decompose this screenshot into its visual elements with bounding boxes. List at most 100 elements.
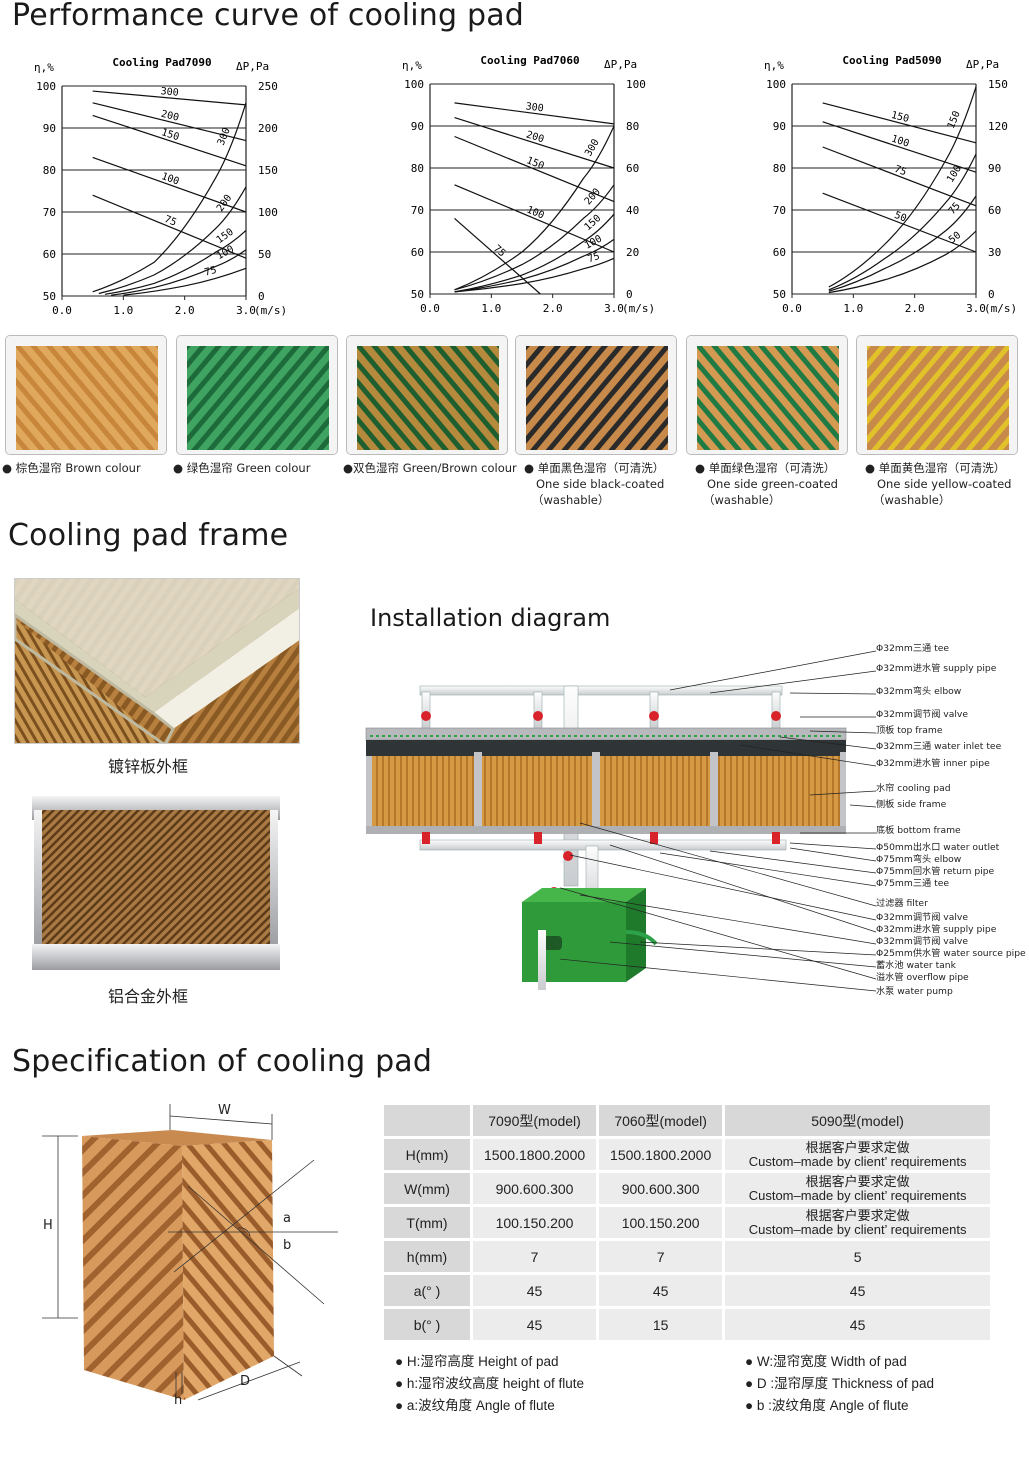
- ytick-right-label: 60: [988, 204, 1001, 217]
- pressure-label-75: 75: [947, 201, 963, 217]
- caption-line: One side black-coated: [536, 477, 665, 491]
- efficiency-label-100: 100: [890, 134, 911, 150]
- aluminum-frame-image: [32, 796, 280, 970]
- legend-item: ● b :波纹角度 Angle of flute: [745, 1398, 909, 1413]
- spec-row-label: a(° ): [384, 1275, 470, 1306]
- ytick-left-label: 100: [36, 80, 56, 93]
- colour-sample-caption: ● 棕色湿帘 Brown colour: [2, 460, 141, 476]
- efficiency-label-100: 100: [160, 171, 181, 187]
- ytick-left-label: 80: [43, 164, 56, 177]
- install-label: 底板 bottom frame: [876, 825, 961, 836]
- pressure-curve-75: [828, 195, 977, 292]
- spec-cell: 7: [599, 1241, 723, 1272]
- spec-cell-line: Custom–made by client’ requirements: [748, 1187, 967, 1203]
- aluminum-frame-caption: 铝合金外框: [108, 987, 189, 1006]
- spec-cell-line: Custom–made by client’ requirements: [748, 1153, 967, 1169]
- efficiency-line-100: [822, 121, 977, 173]
- efficiency-line-150: [454, 135, 615, 203]
- colour-sample-caption: ●双色湿帘 Green/Brown colour: [343, 460, 517, 476]
- efficiency-line-200: [92, 102, 247, 142]
- colour-sample-photo: [346, 335, 508, 455]
- colour-sample-photo: [515, 335, 677, 455]
- efficiency-label-200: 200: [525, 129, 546, 145]
- efficiency-label-50: 50: [893, 210, 908, 225]
- spec-cell-line: Custom–made by client’ requirements: [748, 1221, 967, 1237]
- colour-sample-caption: ● 绿色湿帘 Green colour: [173, 460, 310, 476]
- xtick-label: 3.0: [236, 304, 256, 317]
- install-label: Φ50mm出水口 water outlet: [876, 842, 1000, 853]
- spec-cell: 900.600.300: [599, 1173, 723, 1204]
- ytick-left-label: 70: [43, 206, 56, 219]
- spec-header-cell: 7060型(model): [599, 1105, 723, 1136]
- ytick-left-label: 100: [404, 78, 424, 91]
- x-axis-unit: (m/s): [622, 302, 655, 315]
- galvanized-frame-caption: 镀锌板外框: [108, 757, 189, 776]
- caption-line: ● 单面黄色湿帘（可清洗）: [865, 461, 1006, 475]
- caption-line: ● 棕色湿帘 Brown colour: [2, 461, 141, 475]
- install-label: Φ32mm进水管 inner pipe: [876, 758, 990, 769]
- spec-title: Specification of cooling pad: [12, 1044, 433, 1079]
- pressure-curve-200: [98, 186, 247, 295]
- caption-line: ● 单面黑色湿帘（可清洗）: [524, 461, 665, 475]
- efficiency-label-200: 200: [160, 109, 180, 124]
- ytick-right-label: 20: [626, 246, 639, 259]
- pressure-curve-200: [454, 184, 615, 291]
- pressure-curve-300: [454, 125, 615, 291]
- caption-line: （washable）: [703, 493, 781, 507]
- ytick-left-label: 90: [773, 120, 786, 133]
- spec-cell: 45: [725, 1275, 990, 1306]
- ytick-left-label: 70: [411, 204, 424, 217]
- chart-title: Cooling Pad5090: [842, 54, 941, 67]
- dim-small-h-label: h: [174, 1393, 183, 1408]
- pressure-label-150: 150: [946, 109, 963, 130]
- ytick-right-label: 200: [258, 122, 278, 135]
- ytick-left-label: 50: [773, 288, 786, 301]
- efficiency-line-50: [822, 192, 977, 253]
- xtick-label: 2.0: [543, 302, 563, 315]
- install-label: Φ75mm回水管 return pipe: [876, 866, 995, 877]
- ytick-right-label: 120: [988, 120, 1008, 133]
- pressure-curve-50: [828, 230, 977, 294]
- performance-title: Performance curve of cooling pad: [12, 0, 525, 33]
- spec-cell: 1500.1800.2000: [599, 1139, 723, 1170]
- pressure-label-300: 300: [216, 126, 233, 147]
- efficiency-label-150: 150: [160, 127, 181, 143]
- spec-cell: 45: [725, 1309, 990, 1340]
- colour-sample-photo: [176, 335, 338, 455]
- chart-title: Cooling Pad7060: [480, 54, 579, 67]
- install-leader-lines: [560, 650, 877, 992]
- efficiency-line-200: [454, 117, 615, 169]
- install-label: 侧板 side frame: [876, 799, 947, 810]
- chart-title: Cooling Pad7090: [112, 56, 211, 69]
- ytick-left-label: 60: [411, 246, 424, 259]
- colour-sample-image: [857, 336, 1017, 454]
- efficiency-line-75: [454, 217, 541, 295]
- efficiency-line-300: [92, 90, 247, 106]
- xtick-label: 3.0: [966, 302, 986, 315]
- install-label: 水帘 cooling pad: [876, 783, 951, 794]
- efficiency-label-150: 150: [890, 110, 910, 125]
- xtick-label: 1.0: [481, 302, 501, 315]
- spec-cell: 45: [599, 1275, 723, 1306]
- dim-b-label: b: [283, 1238, 292, 1253]
- caption-line: （washable）: [873, 493, 951, 507]
- ytick-left-label: 80: [773, 162, 786, 175]
- ytick-right-label: 0: [626, 288, 633, 301]
- y-left-label: η,%: [402, 59, 422, 72]
- galvanized-frame-image: [15, 579, 299, 743]
- efficiency-line-75: [92, 194, 247, 259]
- ytick-left-label: 80: [411, 162, 424, 175]
- ytick-left-label: 70: [773, 204, 786, 217]
- efficiency-label-75: 75: [163, 214, 178, 229]
- efficiency-line-300: [454, 102, 615, 125]
- ytick-right-label: 100: [626, 78, 646, 91]
- spec-cell: 900.600.300: [473, 1173, 597, 1204]
- x-axis-unit: (m/s): [254, 304, 287, 317]
